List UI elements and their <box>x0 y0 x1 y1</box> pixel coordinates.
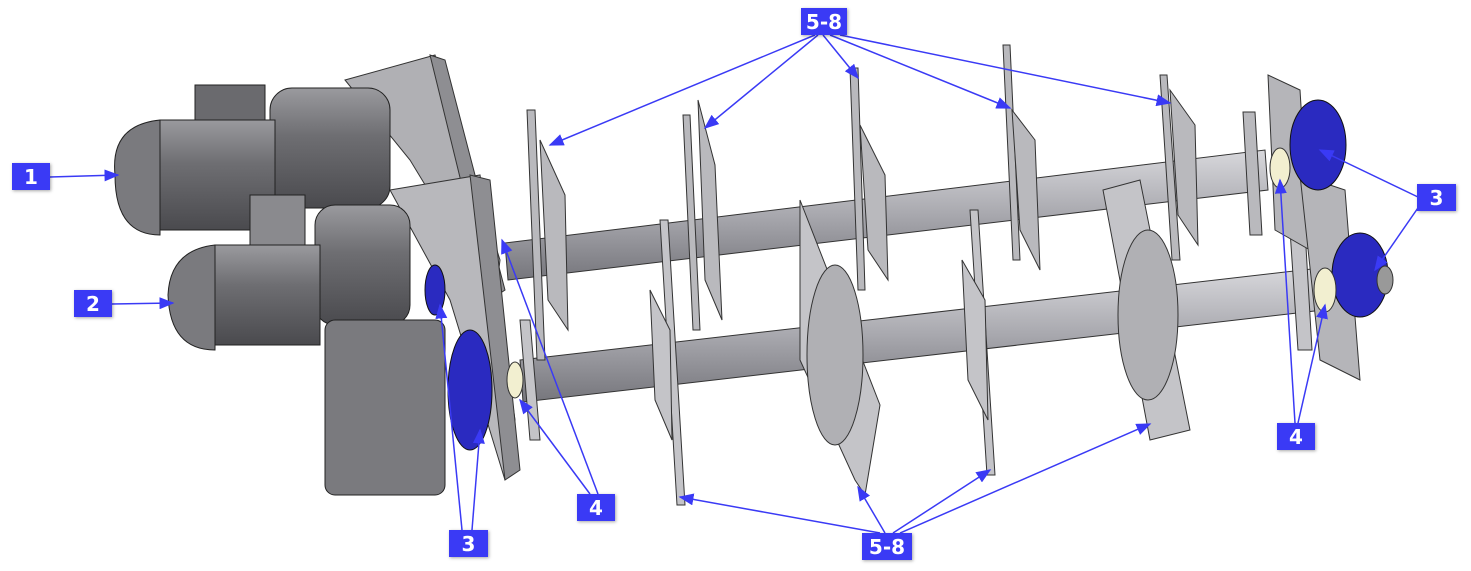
right-end-plates <box>1267 74 1394 381</box>
upper-paddles <box>526 44 1263 361</box>
callout-label-1: 1 <box>12 163 50 190</box>
motor-lower <box>167 244 321 351</box>
gearbox-lower <box>249 194 446 496</box>
callout-label-3-left: 3 <box>449 530 488 557</box>
callout-label-5-8-bottom: 5-8 <box>862 533 912 560</box>
lower-shaft <box>519 267 1324 403</box>
callout-label-4-right: 4 <box>1277 423 1315 450</box>
gearbox-upper <box>269 87 391 209</box>
callout-label-2: 2 <box>74 290 112 317</box>
lower-paddles <box>519 179 1313 506</box>
callout-label-3-right: 3 <box>1417 184 1456 211</box>
callout-arrows <box>49 34 1421 534</box>
callout-label-5-8-top: 5-8 <box>801 8 847 35</box>
callout-label-4-left: 4 <box>577 494 615 521</box>
